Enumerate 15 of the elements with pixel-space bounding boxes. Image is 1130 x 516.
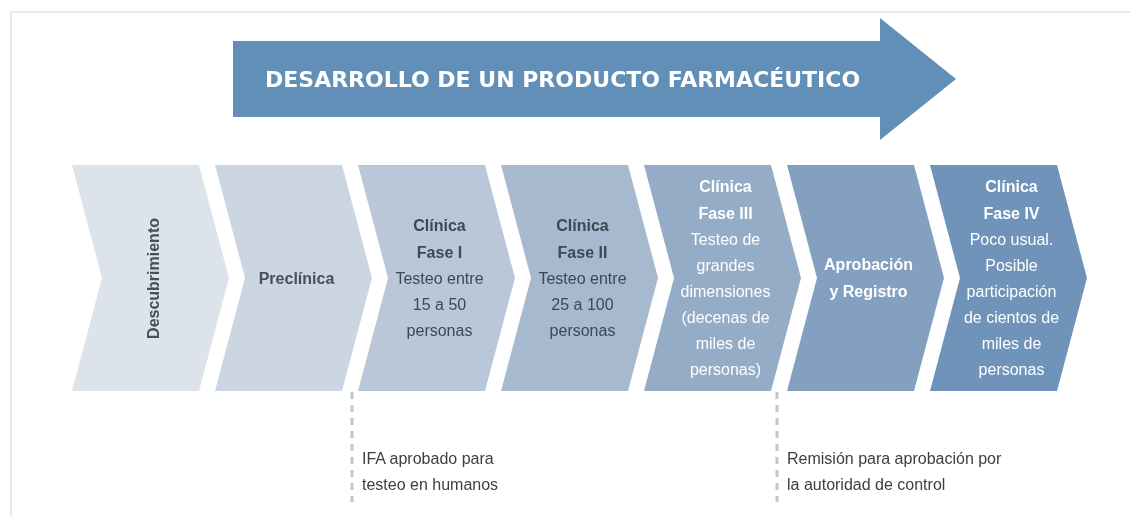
milestone-note: Remisión para aprobación por la autoridad de control [787, 449, 1003, 495]
phase-title: Clínica Fase III [697, 177, 754, 224]
phase-title: Clínica Fase II [555, 216, 610, 263]
phase-description: Testeo de grandes dimensiones (decenas de miles de personas) [679, 230, 772, 380]
phase-title: Preclínica [258, 268, 335, 289]
phase-description: Testeo entre 15 a 50 personas [394, 269, 485, 341]
phase-title: Clínica Fase IV [982, 177, 1041, 224]
phase-description: Poco usual. Posible participación de cientos de miles de personas [962, 230, 1061, 380]
banner-title: DESARROLLO DE UN PRODUCTO FARMACÉUTICO [265, 66, 861, 92]
phase-description: Testeo entre 25 a 100 personas [537, 269, 628, 341]
phase-title: Descubrimiento [144, 217, 163, 339]
phase-title: Aprobación y Registro [823, 255, 914, 302]
phase-title: Clínica Fase I [412, 216, 467, 263]
milestone-note: IFA aprobado para testeo en humanos [362, 449, 500, 495]
banner-arrow [233, 18, 956, 140]
